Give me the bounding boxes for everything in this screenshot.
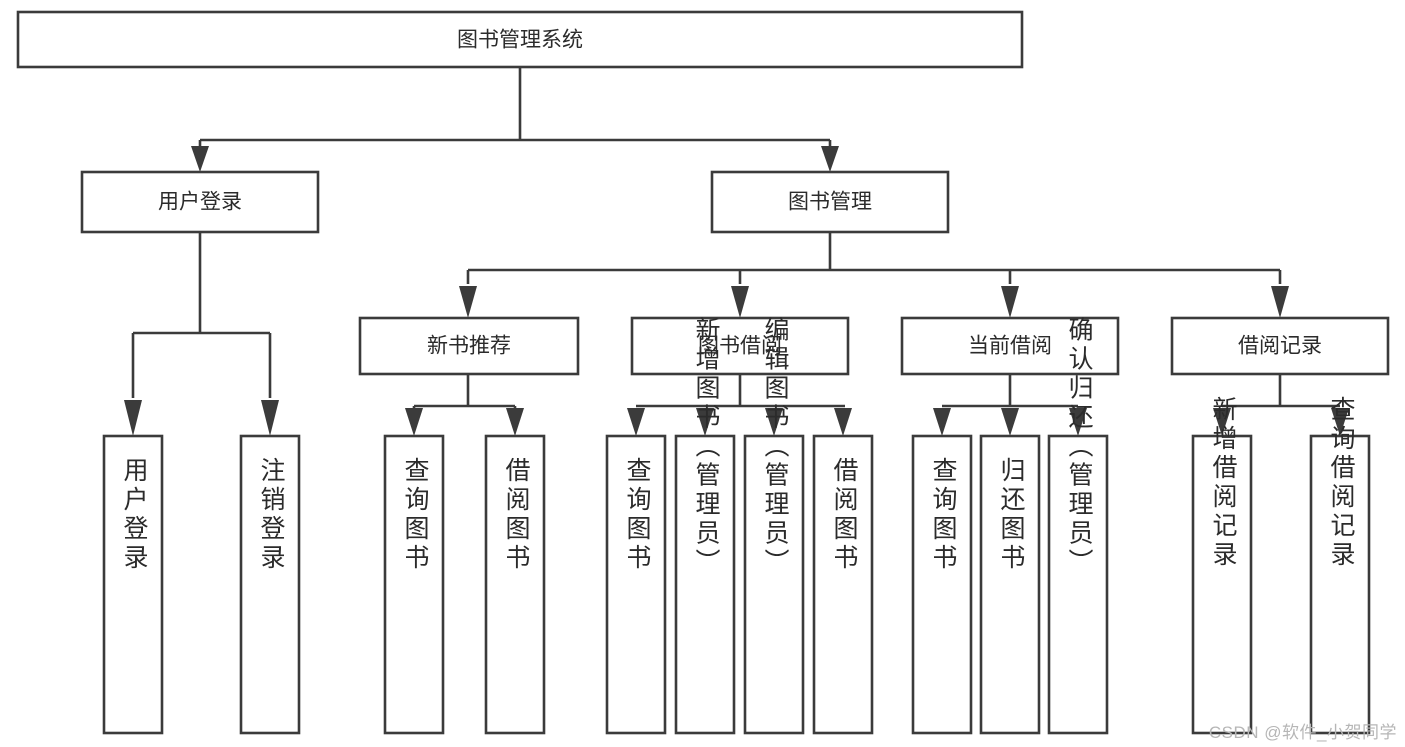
arrowhead-user-login [191, 146, 209, 172]
arrowhead-leaf-query-book-1 [405, 408, 423, 436]
arrowhead-leaf-user-login [124, 400, 142, 436]
arrowhead-new-book-recommend [459, 286, 477, 318]
node-book-borrow-label: 图书借阅 [698, 335, 782, 358]
node-root-label: 图书管理系统 [457, 29, 583, 52]
node-leaf-query-record-label: 查询借阅记录 [1327, 396, 1356, 570]
node-leaf-query-book-3-box[interactable] [911, 434, 973, 735]
node-current-borrow-label: 当前借阅 [968, 335, 1052, 358]
node-leaf-logout-login[interactable]: 注销登录 [239, 434, 301, 735]
node-leaf-add-record[interactable]: 新增借阅记录 [1191, 396, 1253, 735]
arrowhead-leaf-add-record [1213, 408, 1231, 436]
node-leaf-borrow-book-2-label: 借阅图书 [830, 457, 859, 573]
arrowhead-borrow-record [1271, 286, 1289, 318]
node-leaf-query-book-3[interactable]: 查询图书 [911, 434, 973, 735]
node-leaf-edit-book-label: 编辑图书（管理员） [761, 317, 790, 578]
arrowhead-leaf-borrow-book-1 [506, 408, 524, 436]
node-new-book-recommend[interactable]: 新书推荐 [358, 316, 580, 376]
node-leaf-add-book-box[interactable] [674, 434, 736, 735]
arrowhead-leaf-borrow-book-2 [834, 408, 852, 436]
node-book-borrow[interactable]: 图书借阅 [630, 316, 850, 376]
node-user-login-box[interactable] [80, 170, 320, 234]
node-leaf-borrow-book-1-label: 借阅图书 [502, 457, 531, 573]
node-leaf-user-login-box[interactable] [102, 434, 164, 735]
arrowhead-leaf-edit-book [765, 408, 783, 436]
arrowhead-leaf-logout-login [261, 400, 279, 436]
node-borrow-record-label: 借阅记录 [1238, 335, 1322, 358]
node-leaf-borrow-book-2-box[interactable] [812, 434, 874, 735]
node-leaf-return-book-label: 归还图书 [997, 457, 1026, 573]
node-new-book-recommend-box[interactable] [358, 316, 580, 376]
arrowhead-book-manage [821, 146, 839, 172]
node-new-book-recommend-label: 新书推荐 [427, 335, 511, 358]
arrowhead-book-borrow [731, 286, 749, 318]
node-current-borrow[interactable]: 当前借阅 [900, 316, 1120, 376]
node-leaf-add-book[interactable]: 新增图书（管理员） [674, 317, 736, 735]
node-leaf-query-book-2-label: 查询图书 [623, 457, 652, 573]
node-book-borrow-box[interactable] [630, 316, 850, 376]
node-root[interactable]: 图书管理系统 [16, 10, 1024, 69]
node-leaf-borrow-book-1-box[interactable] [484, 434, 546, 735]
node-root-box[interactable] [16, 10, 1024, 69]
node-leaf-query-book-2[interactable]: 查询图书 [605, 434, 667, 735]
node-borrow-record[interactable]: 借阅记录 [1170, 316, 1390, 376]
node-leaf-query-book-1[interactable]: 查询图书 [383, 434, 445, 735]
node-leaf-query-book-3-label: 查询图书 [929, 457, 958, 573]
node-leaf-add-book-label: 新增图书（管理员） [692, 317, 721, 578]
node-leaf-logout-login-label: 注销登录 [257, 457, 286, 573]
node-borrow-record-box[interactable] [1170, 316, 1390, 376]
node-leaf-edit-book-box[interactable] [743, 434, 805, 735]
node-leaf-edit-book[interactable]: 编辑图书（管理员） [743, 317, 805, 735]
node-leaf-add-record-label: 新增借阅记录 [1209, 396, 1238, 570]
arrowhead-leaf-add-book [696, 408, 714, 436]
arrowhead-leaf-query-book-2 [627, 408, 645, 436]
arrowhead-leaf-confirm-return [1069, 408, 1087, 436]
node-book-manage-box[interactable] [710, 170, 950, 234]
arrowhead-leaf-query-book-3 [933, 408, 951, 436]
node-leaf-confirm-return[interactable]: 确认归还（管理员） [1047, 317, 1109, 735]
arrowhead-leaf-return-book [1001, 408, 1019, 436]
connector-layer [124, 67, 1349, 436]
node-leaf-user-login[interactable]: 用户登录 [102, 434, 164, 735]
node-leaf-query-record-box[interactable] [1309, 434, 1371, 735]
node-book-manage-label: 图书管理 [788, 191, 872, 214]
node-user-login[interactable]: 用户登录 [80, 170, 320, 234]
node-leaf-query-book-2-box[interactable] [605, 434, 667, 735]
node-current-borrow-box[interactable] [900, 316, 1120, 376]
node-leaf-confirm-return-label: 确认归还（管理员） [1065, 317, 1094, 578]
node-leaf-query-book-1-box[interactable] [383, 434, 445, 735]
node-leaf-logout-login-box[interactable] [239, 434, 301, 735]
node-leaf-borrow-book-2[interactable]: 借阅图书 [812, 434, 874, 735]
node-leaf-return-book-box[interactable] [979, 434, 1041, 735]
arrowhead-leaf-query-record [1331, 408, 1349, 436]
node-leaf-return-book[interactable]: 归还图书 [979, 434, 1041, 735]
node-user-login-label: 用户登录 [158, 191, 242, 214]
node-book-manage[interactable]: 图书管理 [710, 170, 950, 234]
node-leaf-add-record-box[interactable] [1191, 434, 1253, 735]
node-leaf-query-record[interactable]: 查询借阅记录 [1309, 396, 1371, 735]
node-leaf-confirm-return-box[interactable] [1047, 434, 1109, 735]
node-leaf-borrow-book-1[interactable]: 借阅图书 [484, 434, 546, 735]
node-leaf-query-book-1-label: 查询图书 [401, 457, 430, 573]
node-leaf-user-login-label: 用户登录 [120, 457, 149, 573]
arrowhead-current-borrow [1001, 286, 1019, 318]
